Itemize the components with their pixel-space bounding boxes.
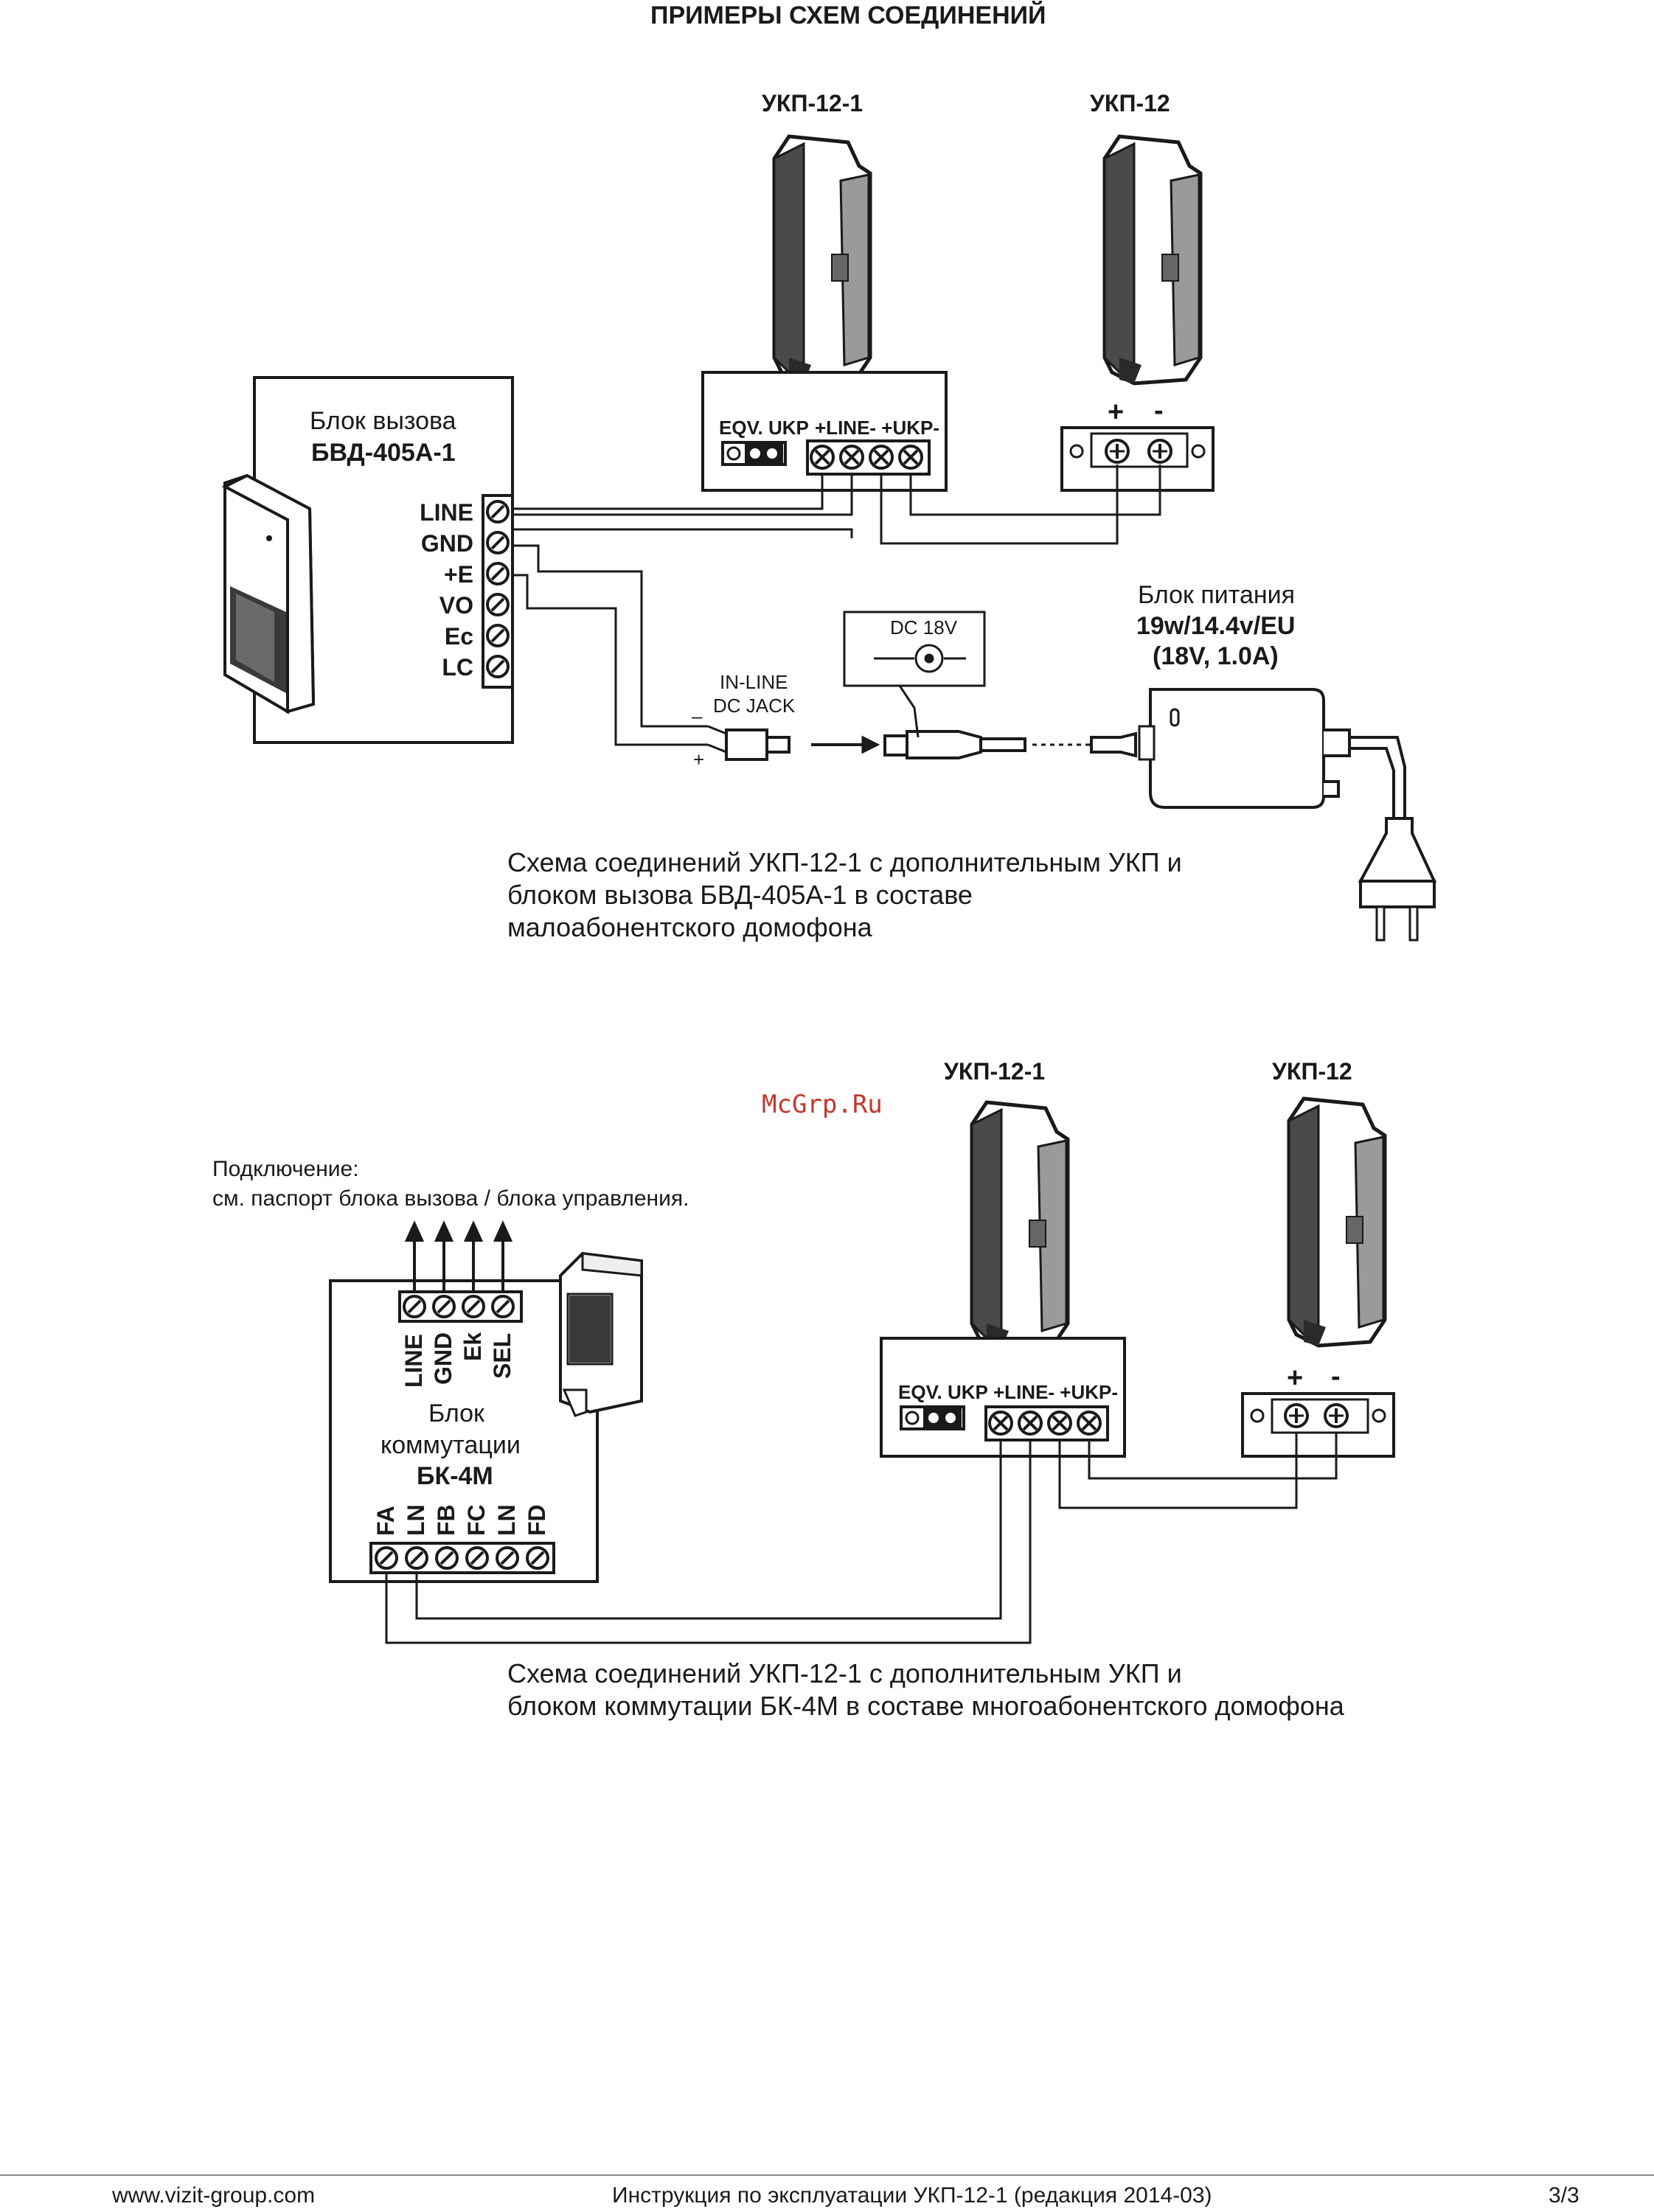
call-block-title: Блок вызова [310, 407, 456, 435]
minus-sign-2: - [1331, 1361, 1341, 1392]
caption-diagram-2: Схема соединений УКП-12-1 с дополнительн… [507, 1658, 1344, 1722]
monitor-label-ukp-12-1: УКП-12-1 [762, 90, 864, 116]
caption-1-line-2: блоком вызова БВД-405А-1 в составе [507, 880, 973, 910]
eqv-label: EQV. UKP [719, 417, 809, 439]
monitor-label-ukp-12-1-b: УКП-12-1 [944, 1058, 1046, 1085]
ukp-12-1-handset-2 [972, 1102, 1068, 1349]
psu-title: Блок питания [1138, 581, 1296, 609]
ukp-12-1-handset-1 [774, 136, 870, 383]
ukp-12-handset-2 [1289, 1099, 1385, 1346]
connection-note-text: см. паспорт блока вызова / блока управле… [212, 1186, 689, 1211]
terminal-label-vo: VO [439, 592, 473, 619]
ukp-12-terminal-block-1 [1069, 432, 1206, 468]
footer-doc-title: Инструкция по эксплуатации УКП-12-1 (ред… [612, 2183, 1212, 2208]
bk-4m-power-adapter [559, 1251, 643, 1417]
bk-title-2: коммутации [381, 1431, 521, 1459]
watermark: McGrp.Ru [762, 1090, 883, 1119]
bk-terminal-fa: FA [372, 1506, 399, 1536]
call-block-terminal-strip [482, 494, 514, 689]
eqv-label-2: EQV. UKP [898, 1381, 988, 1403]
dc-18v-label: DC 18V [890, 616, 958, 639]
minus-sign: - [1154, 395, 1164, 426]
eqv-jumper-2 [900, 1405, 965, 1430]
terminal-label-gnd: GND [420, 530, 473, 557]
plus-sign: + [1108, 397, 1125, 428]
terminal-label-line: LINE [420, 499, 473, 526]
bk-terminal-ek: Ek [459, 1332, 486, 1361]
bk-terminal-ln-1: LN [403, 1504, 429, 1536]
bk-title-1: Блок [428, 1399, 484, 1427]
caption-1-line-3: малоабонентского домофона [507, 912, 872, 942]
bk-terminal-gnd: GND [430, 1332, 456, 1385]
bk-terminal-fd: FD [524, 1504, 550, 1536]
line-ukp-label: +LINE- +UKP- [815, 417, 940, 439]
ukp-12-1-terminal-block-1 [806, 439, 931, 476]
bk-terminal-fc: FC [463, 1504, 490, 1536]
bk-terminal-line: LINE [400, 1334, 427, 1388]
caption-2-line-1: Схема соединений УКП-12-1 с дополнительн… [507, 1658, 1182, 1688]
ukp-12-terminal-block-2 [1250, 1398, 1386, 1434]
jack-plus-sign: + [693, 748, 705, 771]
call-block-model: БВД-405А-1 [311, 439, 456, 467]
bk-4m-arrows [404, 1220, 513, 1292]
terminal-label-e: +E [443, 561, 473, 588]
call-block-terminal-labels: LINE GND +E VO Ec LC [391, 499, 473, 685]
psu-model: 19w/14.4v/EU [1136, 612, 1296, 640]
call-panel-device [221, 473, 316, 714]
psu-rating: (18V, 1.0A) [1153, 642, 1279, 670]
bk-model: БК-4М [417, 1462, 493, 1490]
jack-minus-sign: – [692, 705, 703, 727]
bk-terminal-fb: FB [433, 1504, 459, 1536]
bk-4m-enclosure [329, 1279, 599, 1583]
dc-jack-label: DC JACK [713, 695, 796, 717]
wires-diagram-1 [512, 465, 1161, 761]
page-title: ПРИМЕРЫ СХЕМ СОЕДИНЕНИЙ [650, 1, 1046, 29]
plus-sign-2: + [1287, 1363, 1304, 1394]
monitor-label-ukp-12: УКП-12 [1090, 90, 1170, 116]
footer-page-number: 3/3 [1549, 2183, 1580, 2208]
terminal-label-lc: LC [442, 654, 473, 681]
monitor-label-ukp-12-b: УКП-12 [1272, 1058, 1352, 1085]
power-supply-unit [1138, 688, 1437, 942]
ukp-12-1-terminal-block-2 [984, 1405, 1109, 1441]
bk-4m-bottom-terminal-strip [369, 1542, 555, 1574]
bk-terminal-sel: SEL [489, 1332, 515, 1379]
caption-2-line-2: блоком коммутации БК-4М в составе многоа… [507, 1691, 1344, 1721]
terminal-label-ec: Ec [444, 623, 473, 650]
eqv-jumper-1 [721, 441, 787, 466]
caption-diagram-1: Схема соединений УКП-12-1 с дополнительн… [507, 846, 1182, 944]
ukp-12-handset-1 [1105, 136, 1200, 383]
connection-note-title: Подключение: [212, 1157, 359, 1181]
in-line-label: IN-LINE [720, 671, 788, 693]
caption-1-line-1: Схема соединений УКП-12-1 с дополнительн… [507, 847, 1182, 877]
line-ukp-label-2: +LINE- +UKP- [993, 1381, 1119, 1403]
wires-diagram-2 [385, 1433, 1338, 1644]
bk-terminal-ln-2: LN [493, 1504, 520, 1536]
bk-4m-top-terminal-strip [398, 1290, 523, 1323]
footer-website[interactable]: www.vizit-group.com [112, 2183, 316, 2208]
